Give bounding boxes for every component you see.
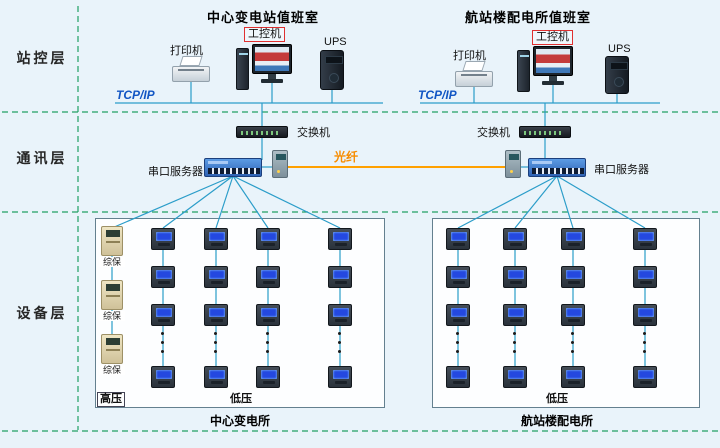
power-meter-icon: [633, 266, 657, 288]
protection-relay-label: 综保: [99, 311, 125, 321]
protection-relay-label: 综保: [99, 365, 125, 375]
ellipsis-dot: [161, 332, 164, 335]
ellipsis-dot: [266, 350, 269, 353]
ellipsis-dot: [456, 341, 459, 344]
left-hv-label: 高压: [97, 392, 125, 407]
power-meter-icon: [256, 228, 280, 250]
power-meter-icon: [204, 304, 228, 326]
ellipsis-dot: [456, 350, 459, 353]
power-meter-icon: [204, 266, 228, 288]
power-meter-icon: [256, 366, 280, 388]
left-room-title: 中心变电站值班室: [206, 10, 319, 25]
ups-icon: [320, 50, 344, 90]
left-serial-server-label: 串口服务器: [148, 166, 203, 178]
right-substation-caption: 航站楼配电所: [520, 414, 593, 428]
pc-monitor-icon: [533, 46, 573, 85]
right-pc-label: 工控机: [532, 30, 573, 45]
printer-icon: [455, 61, 493, 87]
pc-tower-icon: [517, 50, 530, 92]
ellipsis-dot: [338, 350, 341, 353]
power-meter-icon: [151, 304, 175, 326]
serial-server-icon: [528, 158, 586, 177]
power-meter-icon: [446, 266, 470, 288]
ellipsis-dot: [338, 341, 341, 344]
power-meter-icon: [204, 366, 228, 388]
left-substation-caption: 中心变电所: [209, 414, 270, 428]
right-serial-server-label: 串口服务器: [594, 164, 649, 176]
left-switch-label: 交换机: [297, 127, 330, 139]
power-meter-icon: [328, 266, 352, 288]
power-meter-icon: [446, 228, 470, 250]
ellipsis-dot: [161, 341, 164, 344]
protection-relay-icon: [101, 280, 123, 310]
ellipsis-dot: [266, 341, 269, 344]
ellipsis-dot: [266, 332, 269, 335]
fiber-label: 光纤: [334, 150, 359, 164]
power-meter-icon: [503, 304, 527, 326]
serial-server-icon: [204, 158, 262, 177]
ellipsis-dot: [571, 341, 574, 344]
power-meter-icon: [151, 228, 175, 250]
ellipsis-dot: [513, 350, 516, 353]
protection-relay-icon: [101, 334, 123, 364]
layer-label-communication: 通讯层: [16, 150, 68, 166]
ellipsis-dot: [214, 332, 217, 335]
ellipsis-dot: [643, 341, 646, 344]
power-meter-icon: [561, 266, 585, 288]
ellipsis-dot: [214, 341, 217, 344]
left-pc-label: 工控机: [244, 27, 285, 42]
fiber-converter-icon: [505, 150, 521, 178]
power-meter-icon: [561, 366, 585, 388]
ellipsis-dot: [161, 350, 164, 353]
pc-monitor-icon: [252, 44, 292, 83]
power-meter-icon: [561, 304, 585, 326]
right-tcpip-label: TCP/IP: [418, 88, 457, 102]
right-ups-label: UPS: [608, 43, 631, 55]
ellipsis-dot: [513, 341, 516, 344]
layer-label-device: 设备层: [16, 305, 68, 321]
power-meter-icon: [633, 228, 657, 250]
printer-icon: [172, 56, 210, 82]
power-meter-icon: [256, 266, 280, 288]
ellipsis-dot: [338, 332, 341, 335]
power-meter-icon: [503, 266, 527, 288]
power-meter-icon: [633, 304, 657, 326]
fiber-converter-icon: [272, 150, 288, 178]
power-meter-icon: [256, 304, 280, 326]
ellipsis-dot: [643, 332, 646, 335]
power-meter-icon: [151, 266, 175, 288]
ups-icon: [605, 56, 629, 94]
power-meter-icon: [328, 304, 352, 326]
power-meter-icon: [503, 228, 527, 250]
power-meter-icon: [204, 228, 228, 250]
right-switch-label: 交换机: [477, 127, 510, 139]
ellipsis-dot: [571, 332, 574, 335]
left-lv-label: 低压: [230, 393, 252, 405]
ellipsis-dot: [214, 350, 217, 353]
power-meter-icon: [446, 366, 470, 388]
power-meter-icon: [503, 366, 527, 388]
left-ups-label: UPS: [324, 36, 347, 48]
power-meter-icon: [561, 228, 585, 250]
protection-relay-label: 综保: [99, 257, 125, 267]
ellipsis-dot: [513, 332, 516, 335]
layer-label-station-control: 站控层: [16, 50, 68, 66]
ellipsis-dot: [571, 350, 574, 353]
right-printer-label: 打印机: [453, 50, 486, 62]
right-lv-label: 低压: [546, 393, 568, 405]
left-tcpip-label: TCP/IP: [116, 88, 155, 102]
ellipsis-dot: [456, 332, 459, 335]
ethernet-switch-icon: [519, 126, 571, 138]
right-room-title: 航站楼配电所值班室: [464, 10, 591, 25]
left-printer-label: 打印机: [170, 45, 203, 57]
power-meter-icon: [328, 366, 352, 388]
protection-relay-icon: [101, 226, 123, 256]
ethernet-switch-icon: [236, 126, 288, 138]
power-meter-icon: [633, 366, 657, 388]
ellipsis-dot: [643, 350, 646, 353]
pc-tower-icon: [236, 48, 249, 90]
power-meter-icon: [328, 228, 352, 250]
power-meter-icon: [446, 304, 470, 326]
power-meter-icon: [151, 366, 175, 388]
